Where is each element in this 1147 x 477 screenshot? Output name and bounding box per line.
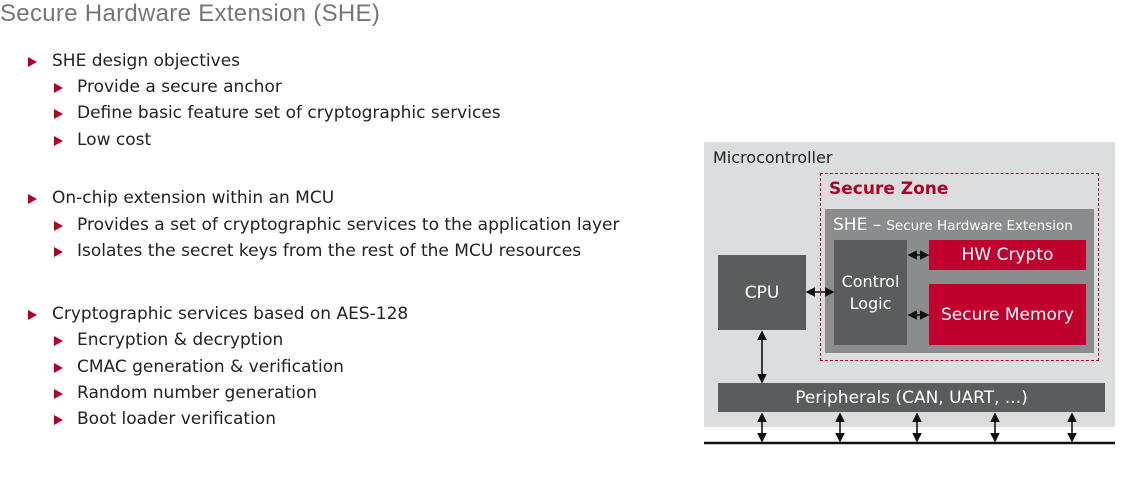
she-label: SHE – Secure Hardware Extension [833, 215, 1073, 235]
sub-bullet-icon [54, 336, 63, 346]
sub-bullet-icon [54, 415, 63, 425]
secure-zone-label: Secure Zone [829, 179, 949, 199]
sub-bullet-icon [54, 109, 63, 119]
secure-zone [820, 173, 1099, 361]
hw-crypto-block: HW Crypto [929, 240, 1086, 270]
hw-crypto-label: HW Crypto [961, 245, 1054, 265]
sub-bullet-text: Boot loader verification [77, 409, 276, 429]
secure-memory-label: Secure Memory [941, 304, 1074, 325]
peripherals-block: Peripherals (CAN, UART, ...) [718, 383, 1105, 412]
bullet-text: Cryptographic services based on AES-128 [52, 304, 409, 324]
she-title: SHE – [833, 215, 882, 235]
sub-bullet-text: Random number generation [77, 383, 317, 403]
sub-bullet-text: Low cost [77, 130, 152, 150]
she-subtitle: Secure Hardware Extension [886, 218, 1073, 234]
sub-bullet-text: Provide a secure anchor [77, 77, 282, 97]
sub-bullet-icon [54, 136, 63, 146]
sub-bullet-icon [54, 389, 63, 399]
microcontroller-label: Microcontroller [713, 148, 833, 167]
cpu-label: CPU [744, 282, 780, 303]
sub-bullet-icon [54, 83, 63, 93]
sub-bullet-text: Isolates the secret keys from the rest o… [77, 241, 582, 261]
sub-bullet-text: Define basic feature set of cryptographi… [77, 103, 501, 123]
bullet-icon [28, 310, 37, 320]
bullet-icon [28, 57, 37, 67]
bullet-text: On-chip extension within an MCU [52, 188, 335, 208]
sub-bullet-icon [54, 221, 63, 231]
slide-title: Secure Hardware Extension (SHE) [0, 0, 381, 27]
control-logic-label: Control Logic [841, 271, 900, 313]
bullet-icon [28, 194, 37, 204]
secure-memory-block: Secure Memory [929, 284, 1086, 345]
bullet-text: SHE design objectives [52, 51, 241, 71]
sub-bullet-text: Encryption & decryption [77, 330, 284, 350]
control-logic-block: Control Logic [834, 240, 907, 345]
peripherals-label: Peripherals (CAN, UART, ...) [795, 387, 1028, 408]
cpu-block: CPU [718, 255, 806, 330]
sub-bullet-icon [54, 363, 63, 373]
sub-bullet-text: CMAC generation & verification [77, 357, 344, 377]
sub-bullet-icon [54, 247, 63, 257]
sub-bullet-text: Provides a set of cryptographic services… [77, 215, 620, 235]
